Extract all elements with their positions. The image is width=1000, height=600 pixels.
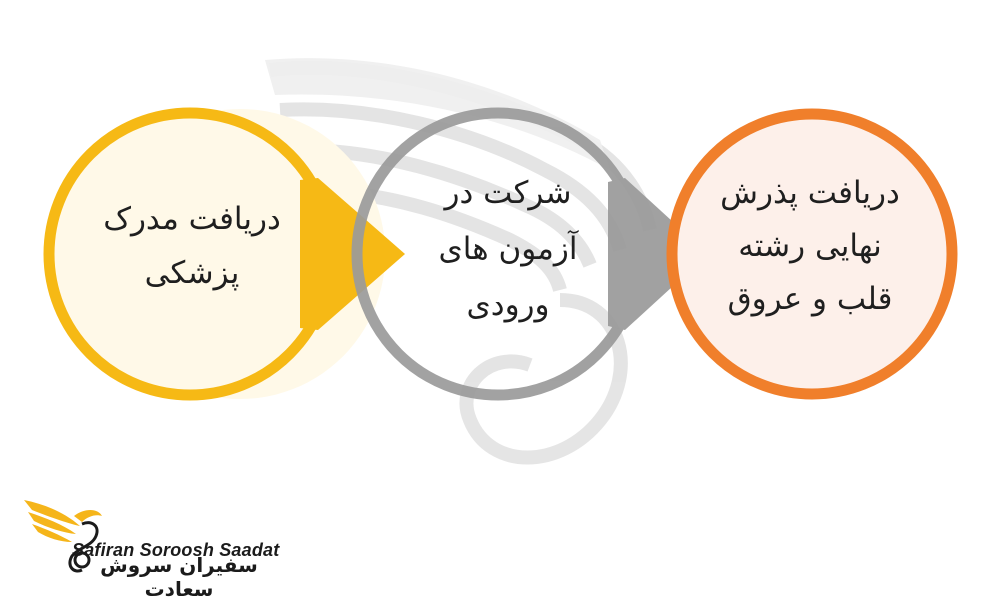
step-3-label: دریافت پذرش نهایی رشته قلب و عروق (700, 167, 920, 326)
step-3-line-2: نهایی رشته (738, 228, 882, 264)
step-1-line-2: پزشکی (144, 255, 240, 291)
step-1-line-1: دریافت مدرک (103, 201, 281, 237)
company-name-persian: سفیران سروش سعادت (100, 553, 258, 600)
step-2-label: شرکت در آزمون های ورودی (418, 165, 598, 333)
step-2-line-2: آزمون های (438, 231, 578, 267)
step-3-line-1: دریافت پذرش (720, 175, 900, 211)
step-3-line-3: قلب و عروق (727, 281, 893, 317)
step-2-line-3: ورودی (466, 287, 550, 323)
step-2-line-1: شرکت در (444, 175, 572, 211)
step-1-label: دریافت مدرک پزشکی (82, 192, 302, 300)
step-3-bubble (666, 108, 958, 400)
company-name-english: Safiran Soroosh Saadat (72, 540, 280, 560)
eagle-wing-logo-icon (24, 500, 102, 573)
